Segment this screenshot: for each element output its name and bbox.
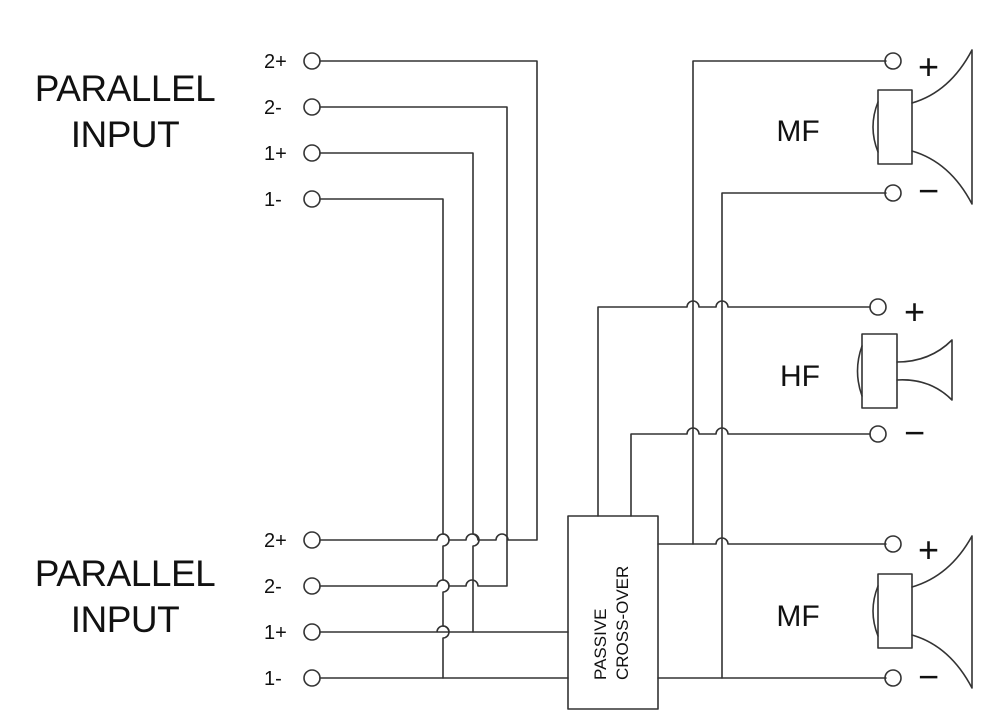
driver-bottom-mf: + − MF <box>776 529 973 697</box>
terminal-connector <box>869 298 887 316</box>
terminal-connector <box>303 577 321 595</box>
bottom-terminal-1minus: 1- <box>264 668 321 690</box>
polarity-plus: + <box>918 46 939 87</box>
bottom-input-title-line2: INPUT <box>70 599 180 640</box>
driver-magnet <box>861 333 898 409</box>
polarity-minus: − <box>904 412 925 453</box>
terminal-connector <box>303 669 321 687</box>
top-terminal-1plus: 1+ <box>264 143 321 165</box>
driver-label: MF <box>776 115 819 148</box>
terminal-connector <box>303 531 321 549</box>
bottom-terminal-1plus: 1+ <box>264 622 321 644</box>
wire-1plus-hop <box>319 625 450 633</box>
terminal-label: 1+ <box>264 143 287 165</box>
terminal-label: 2+ <box>264 51 287 73</box>
driver-dome <box>856 345 863 397</box>
terminal-connector <box>869 425 887 443</box>
driver-hf: + − HF <box>780 291 953 453</box>
terminal-label: 1- <box>264 189 282 211</box>
top-input-title: PARALLEL INPUT <box>0 66 250 158</box>
top-input-terminals: 2+ 2- 1+ 1- <box>264 51 321 211</box>
terminal-label: 1- <box>264 668 282 690</box>
top-terminal-1minus: 1- <box>264 189 321 211</box>
polarity-minus: − <box>918 170 939 211</box>
bottom-terminal-2minus: 2- <box>264 576 321 598</box>
wire-top-mf-minus <box>721 192 887 679</box>
driver-dome <box>872 101 879 153</box>
terminal-connector <box>303 98 321 116</box>
terminal-connector <box>884 669 902 687</box>
terminal-connector <box>884 535 902 553</box>
bottom-input-title-line1: PARALLEL <box>34 553 216 594</box>
wire-hf-plus <box>597 300 871 517</box>
hf-horn-icon <box>896 339 953 401</box>
terminal-connector <box>303 144 321 162</box>
polarity-minus: − <box>918 656 939 697</box>
output-wiring <box>597 60 887 679</box>
driver-magnet <box>877 573 913 649</box>
mf-horn-icon <box>911 535 973 689</box>
mf-horn-icon <box>911 49 973 205</box>
terminal-connector <box>303 623 321 641</box>
driver-dome <box>872 585 879 637</box>
terminal-connector <box>884 52 902 70</box>
bottom-input-terminals: 2+ 2- 1+ 1- <box>264 530 321 690</box>
top-input-title-line1: PARALLEL <box>34 68 216 109</box>
terminal-label: 2- <box>264 576 282 598</box>
terminal-label: 1+ <box>264 622 287 644</box>
terminal-connector <box>303 52 321 70</box>
wire-1plus-vertical <box>319 152 480 633</box>
wire-top-mf-plus <box>657 60 887 545</box>
top-terminal-2minus: 2- <box>264 97 321 119</box>
input-wiring <box>319 60 569 679</box>
crossover-label-line2: CROSS-OVER <box>613 566 632 680</box>
polarity-plus: + <box>904 291 925 332</box>
wire-1minus-vertical <box>319 198 450 679</box>
wire-hf-minus <box>630 427 871 517</box>
bottom-input-title: PARALLEL INPUT <box>0 551 250 643</box>
driver-label: HF <box>780 360 820 393</box>
wire-bottom-mf-plus <box>692 537 887 545</box>
top-terminal-2plus: 2+ <box>264 51 321 73</box>
terminal-connector <box>884 184 902 202</box>
driver-magnet <box>877 89 913 165</box>
terminal-connector <box>303 190 321 208</box>
driver-label: MF <box>776 600 819 633</box>
terminal-label: 2+ <box>264 530 287 552</box>
crossover-box <box>567 515 659 710</box>
crossover-label-line1: PASSIVE <box>591 609 610 681</box>
terminal-label: 2- <box>264 97 282 119</box>
top-input-title-line2: INPUT <box>70 114 180 155</box>
wire-2plus <box>319 60 538 541</box>
polarity-plus: + <box>918 529 939 570</box>
bottom-terminal-2plus: 2+ <box>264 530 321 552</box>
passive-crossover: PASSIVE CROSS-OVER <box>567 515 659 710</box>
driver-top-mf: + − MF <box>776 46 973 211</box>
wire-2minus <box>319 106 508 587</box>
